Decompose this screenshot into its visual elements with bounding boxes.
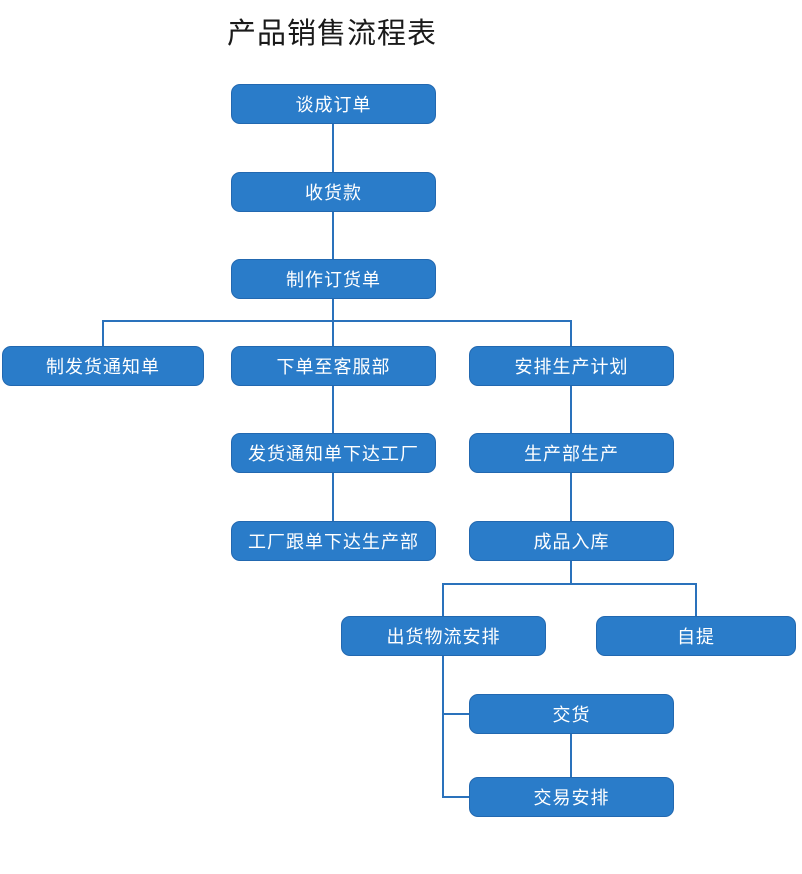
node-negotiate-order[interactable]: 谈成订单 [231, 84, 436, 124]
node-deliver-goods[interactable]: 交货 [469, 694, 674, 734]
connector-branch-horizontal [102, 320, 572, 322]
diagram-title: 产品销售流程表 [227, 18, 438, 50]
node-finished-goods-in-stock[interactable]: 成品入库 [469, 521, 674, 561]
connector-spine-to-deliver [442, 713, 469, 715]
node-make-shipping-notice[interactable]: 制发货通知单 [2, 346, 204, 386]
connector-branch-to-logistics [442, 583, 444, 616]
connector-branch-to-self-pickup [695, 583, 697, 616]
connector-service-to-factory-notice [332, 386, 334, 433]
node-shipping-logistics[interactable]: 出货物流安排 [341, 616, 546, 656]
node-self-pickup[interactable]: 自提 [596, 616, 796, 656]
connector-produce-to-stock [570, 473, 572, 521]
node-production-dept-produce[interactable]: 生产部生产 [469, 433, 674, 473]
connector-plan-to-produce [570, 386, 572, 433]
connector-branch-to-service-dept [332, 320, 334, 346]
node-order-to-service-dept[interactable]: 下单至客服部 [231, 346, 436, 386]
connector-stock-stub [570, 561, 572, 584]
node-make-order-form[interactable]: 制作订货单 [231, 259, 436, 299]
connector-factory-notice-to-follow [332, 473, 334, 521]
connector-branch-to-shipping-notice [102, 320, 104, 346]
node-notice-to-factory[interactable]: 发货通知单下达工厂 [231, 433, 436, 473]
connector-orderform-stub [332, 299, 334, 322]
node-factory-follow-to-prod[interactable]: 工厂跟单下达生产部 [231, 521, 436, 561]
connector-deliver-to-transaction [570, 734, 572, 777]
connector-spine-to-transaction [442, 796, 469, 798]
node-transaction-arrangement[interactable]: 交易安排 [469, 777, 674, 817]
node-arrange-production-plan[interactable]: 安排生产计划 [469, 346, 674, 386]
connector-stock-branch-horizontal [442, 583, 697, 585]
connector-payment-to-orderform [332, 212, 334, 259]
connector-negotiate-to-payment [332, 124, 334, 172]
connector-branch-to-production-plan [570, 320, 572, 346]
connector-logistics-spine [442, 656, 444, 798]
node-receive-payment[interactable]: 收货款 [231, 172, 436, 212]
